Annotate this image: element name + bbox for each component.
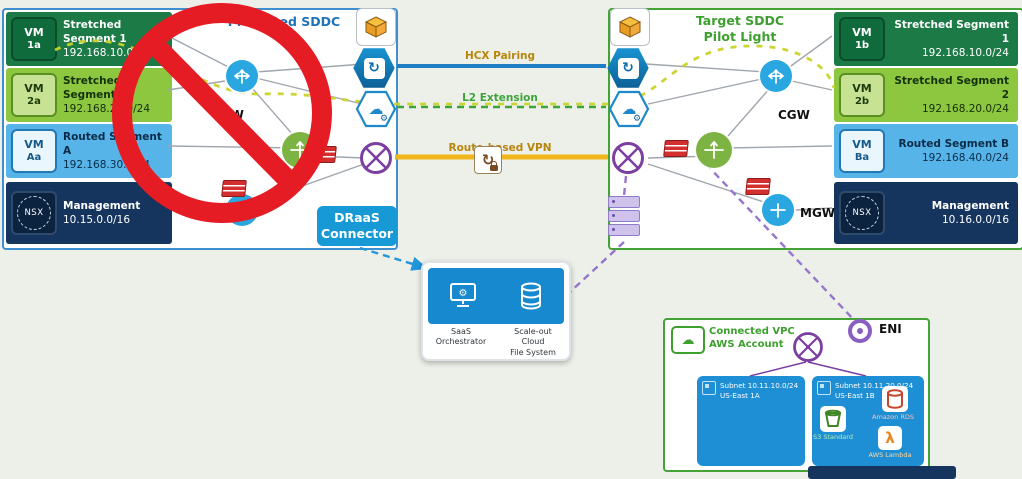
nsx-logo-icon: NSX bbox=[11, 191, 57, 235]
hcx-pairing-label: HCX Pairing bbox=[464, 50, 536, 62]
segment-cidr: 192.168.40.0/24 bbox=[921, 152, 1009, 164]
svg-text:⚙: ⚙ bbox=[459, 288, 468, 299]
firewall-icon bbox=[311, 146, 337, 163]
rds-label: Amazon RDS bbox=[872, 413, 914, 421]
l2-cloud-icon: ☁⚙ bbox=[355, 90, 397, 132]
segment-cidr: 192.168.20.0/24 bbox=[63, 103, 151, 116]
aws-vpc-icon: ☁ bbox=[671, 326, 705, 354]
management-cidr: 10.16.0.0/16 bbox=[942, 214, 1009, 226]
subnet-icon bbox=[702, 381, 716, 395]
cgw-label: CGW bbox=[778, 108, 810, 122]
segment-label: Routed Segment B bbox=[898, 137, 1009, 150]
l2-cloud-icon: ☁⚙ bbox=[608, 90, 650, 132]
subnet-us-east-1b: Subnet 10.11.20.0/24 US-East 1B S3 Stand… bbox=[812, 376, 924, 466]
segment-row-routed-a: VM Aa Routed Segment A 192.168.30.0/24 bbox=[6, 124, 172, 178]
vcdr-saas-card: ⚙ SaaS Orchestrator Scale-out Cloud File… bbox=[421, 261, 571, 361]
cloud-backup-server-icon bbox=[608, 196, 640, 238]
s3-label: S3 Standard bbox=[813, 433, 853, 441]
cgw-router-icon bbox=[760, 60, 792, 92]
segment-label: Stretched Segment 1 bbox=[63, 18, 127, 45]
vpc-router-icon bbox=[791, 330, 825, 368]
segment-row-stretched-2: VM 2a Stretched Segment 2 192.168.20.0/2… bbox=[6, 68, 172, 122]
rds-icon bbox=[882, 386, 908, 412]
segment-cidr: 192.168.10.0/24 bbox=[921, 47, 1009, 60]
vpn-globe-icon bbox=[610, 140, 646, 180]
firewall-icon bbox=[221, 180, 247, 197]
connected-vpc-box: ☁ Connected VPC AWS Account Subnet 10.11… bbox=[663, 318, 930, 472]
cgw-router-icon bbox=[226, 60, 258, 92]
sddc-cube-icon bbox=[356, 8, 396, 46]
segment-label: Routed Segment A bbox=[63, 130, 162, 157]
mgw-router-icon bbox=[762, 194, 794, 226]
vpn-globe-icon bbox=[358, 140, 394, 180]
segment-row-routed-b: VM Ba Routed Segment B 192.168.40.0/24 bbox=[834, 124, 1018, 178]
vm-icon: VM Ba bbox=[839, 129, 885, 173]
saas-panel: ⚙ bbox=[428, 268, 564, 324]
mgw-label: MGW bbox=[188, 206, 224, 220]
saas-orchestrator-label: SaaS Orchestrator bbox=[435, 327, 487, 347]
connected-vpc-title: Connected VPC AWS Account bbox=[709, 326, 795, 350]
segment-label: Stretched Segment 2 bbox=[894, 74, 1009, 101]
segment-row-stretched-2: VM 2b Stretched Segment 2 192.168.20.0/2… bbox=[834, 68, 1018, 122]
segment-label: Stretched Segment 1 bbox=[894, 18, 1009, 45]
eni-label: ENI bbox=[879, 322, 902, 336]
vm-icon: VM 1b bbox=[839, 17, 885, 61]
target-sddc-title: Target SDDC Pilot Light bbox=[695, 13, 785, 44]
segment-row-stretched-1: VM 1b Stretched Segment 1 192.168.10.0/2… bbox=[834, 12, 1018, 66]
management-cidr: 10.15.0.0/16 bbox=[63, 214, 130, 226]
vm-icon: VM 2a bbox=[11, 73, 57, 117]
vm-icon: VM 1a bbox=[11, 17, 57, 61]
subnet-label: Subnet 10.11.20.0/24 US-East 1B bbox=[835, 381, 913, 400]
draas-connector-box: DRaaS Connector bbox=[317, 206, 397, 246]
lambda-icon: λ bbox=[878, 426, 902, 450]
segment-cidr: 192.168.30.0/24 bbox=[63, 159, 151, 172]
firewall-icon bbox=[663, 140, 689, 157]
management-row: NSX Management 10.15.0.0/16 bbox=[6, 182, 172, 244]
subnet-us-east-1a: Subnet 10.11.10.0/24 US-East 1A bbox=[697, 376, 805, 466]
segment-label: Stretched Segment 2 bbox=[63, 74, 127, 101]
t1-router-icon bbox=[696, 132, 732, 168]
management-label: Management bbox=[63, 199, 141, 212]
vm-icon: VM Aa bbox=[11, 129, 57, 173]
scale-out-file-system-icon bbox=[521, 282, 541, 310]
vm-icon: VM 2b bbox=[839, 73, 885, 117]
mgw-label: MGW bbox=[800, 206, 836, 220]
saas-orchestrator-icon: ⚙ bbox=[450, 283, 476, 307]
s3-bucket-icon bbox=[820, 406, 846, 432]
l2-extension-label: L2 Extension bbox=[462, 92, 538, 104]
lambda-label: AWS Lambda bbox=[868, 451, 912, 459]
cgw-label: CGW bbox=[212, 108, 244, 122]
firewall-icon bbox=[745, 178, 771, 195]
svg-text:⚙: ⚙ bbox=[380, 114, 388, 124]
management-row: NSX Management 10.16.0.0/16 bbox=[834, 182, 1018, 244]
footer-bar bbox=[808, 466, 956, 479]
eni-icon bbox=[845, 316, 875, 350]
segment-cidr: 192.168.20.0/24 bbox=[921, 103, 1009, 116]
svg-text:⚙: ⚙ bbox=[633, 114, 641, 124]
subnet-icon bbox=[817, 381, 831, 395]
file-system-label: Scale-out Cloud File System bbox=[510, 327, 556, 357]
vpn-lock-icon: ↻ bbox=[474, 146, 502, 174]
management-label: Management bbox=[931, 199, 1009, 212]
sddc-cube-icon bbox=[610, 8, 650, 46]
subnet-label: Subnet 10.11.10.0/24 US-East 1A bbox=[720, 381, 799, 400]
segment-row-stretched-1: VM 1a Stretched Segment 1 192.168.10.0/2… bbox=[6, 12, 172, 66]
segment-cidr: 192.168.10.0/24 bbox=[63, 47, 151, 60]
nsx-logo-icon: NSX bbox=[839, 191, 885, 235]
mgw-router-icon bbox=[226, 194, 258, 226]
